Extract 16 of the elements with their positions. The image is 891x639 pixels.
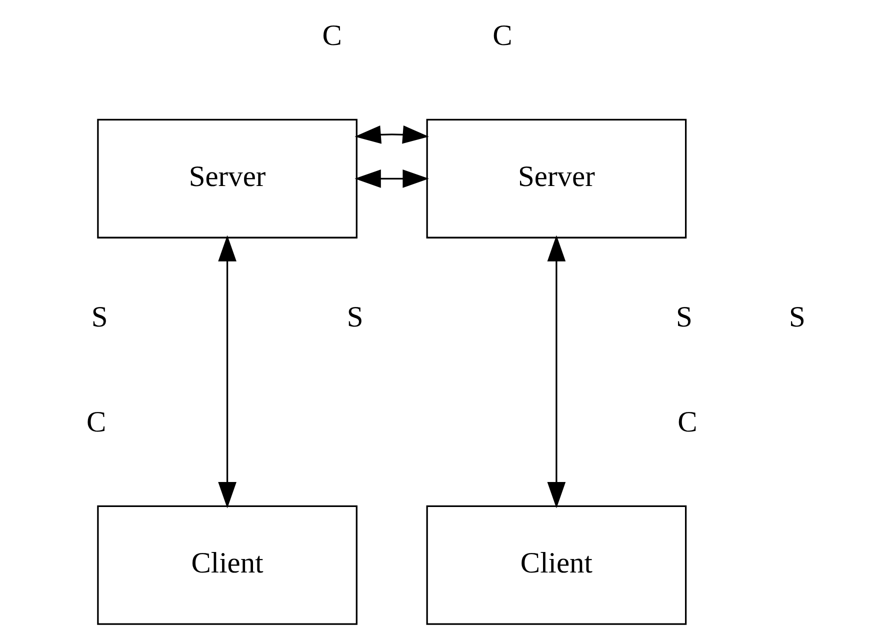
- node-box: Client: [97, 505, 358, 625]
- label: C: [492, 20, 512, 52]
- label: C: [86, 406, 106, 439]
- label: S: [346, 302, 364, 334]
- label: S: [676, 302, 692, 334]
- label: S: [788, 302, 806, 334]
- node-box: Server: [97, 118, 358, 238]
- label: S: [91, 302, 108, 334]
- node-box: Server: [426, 118, 687, 238]
- arrow: [547, 235, 566, 508]
- node-box: Client: [426, 505, 687, 625]
- arrow: [354, 125, 429, 144]
- label: C: [322, 20, 342, 52]
- arrow: [354, 170, 429, 188]
- arrow: [218, 235, 236, 508]
- label: C: [678, 406, 698, 439]
